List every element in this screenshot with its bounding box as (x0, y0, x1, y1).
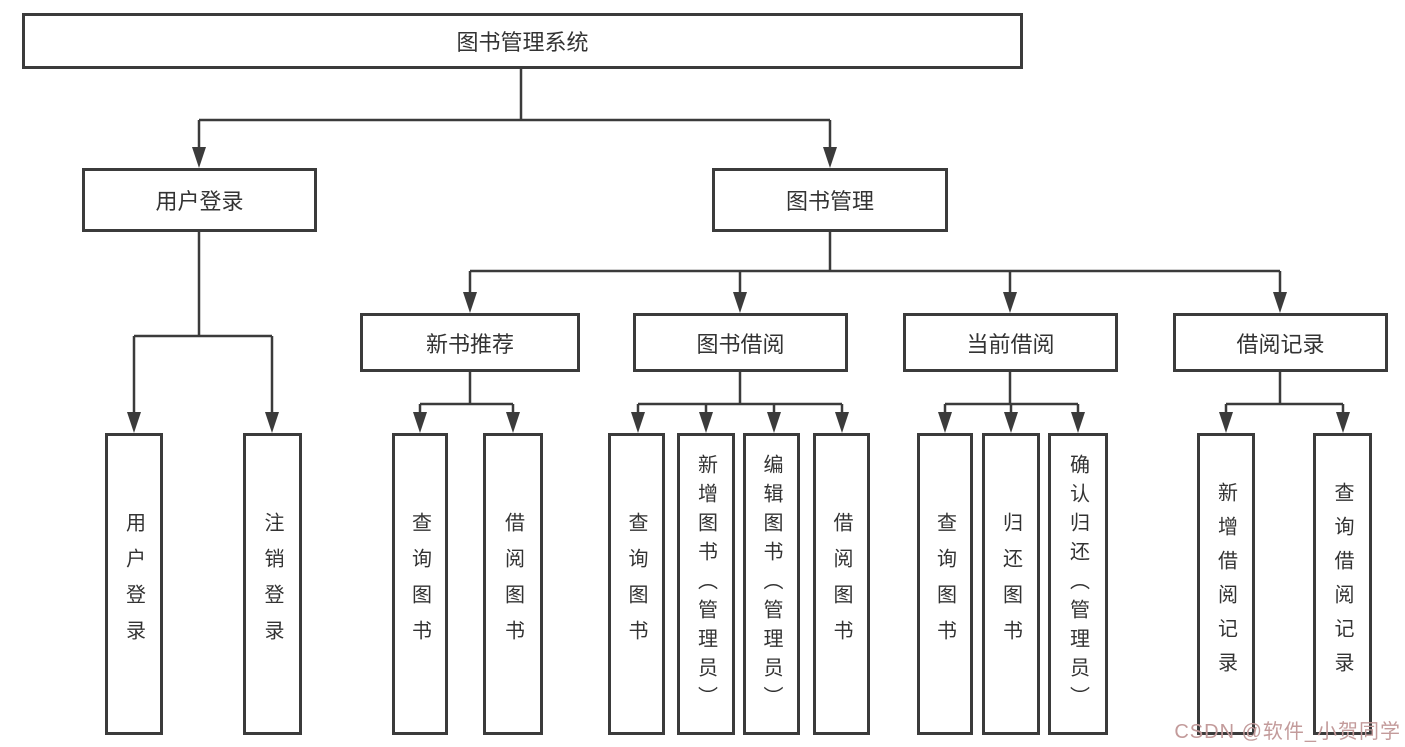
leaf-borrow-books-borrowing: 借阅图书 (813, 433, 870, 735)
node-user-login: 用户登录 (82, 168, 317, 232)
book-borrowing-connector (636, 372, 844, 414)
watermark: CSDN @软件_小贺同学 (1174, 721, 1401, 743)
leaf-borrow-books-recommend: 借阅图书 (483, 433, 543, 735)
node-current-borrowing: 当前借阅 (903, 313, 1118, 372)
node-new-book-recommend: 新书推荐 (360, 313, 580, 372)
node-root: 图书管理系统 (22, 13, 1023, 69)
book-management-connector (468, 232, 1282, 294)
leaf-query-books-current: 查询图书 (917, 433, 973, 735)
leaf-return-books: 归还图书 (982, 433, 1040, 735)
user-login-connector (132, 232, 274, 414)
arrowheads (127, 147, 1350, 433)
leaf-add-borrow-record: 新增借阅记录 (1197, 433, 1255, 735)
leaf-query-books-recommend: 查询图书 (392, 433, 448, 735)
root-connector (197, 69, 832, 149)
new-book-connector (418, 372, 515, 414)
leaf-edit-books-admin: 编辑图书（管理员） (743, 433, 800, 735)
node-book-management: 图书管理 (712, 168, 948, 232)
node-borrow-records: 借阅记录 (1173, 313, 1388, 372)
node-book-borrowing: 图书借阅 (633, 313, 848, 372)
leaf-logout: 注销登录 (243, 433, 302, 735)
leaf-add-books-admin: 新增图书（管理员） (677, 433, 735, 735)
leaf-user-login: 用户登录 (105, 433, 163, 735)
leaf-confirm-return-admin: 确认归还（管理员） (1048, 433, 1108, 735)
borrow-records-connector (1224, 372, 1345, 414)
current-borrowing-connector (943, 372, 1080, 414)
leaf-query-borrow-record: 查询借阅记录 (1313, 433, 1372, 735)
leaf-query-books-borrowing: 查询图书 (608, 433, 665, 735)
